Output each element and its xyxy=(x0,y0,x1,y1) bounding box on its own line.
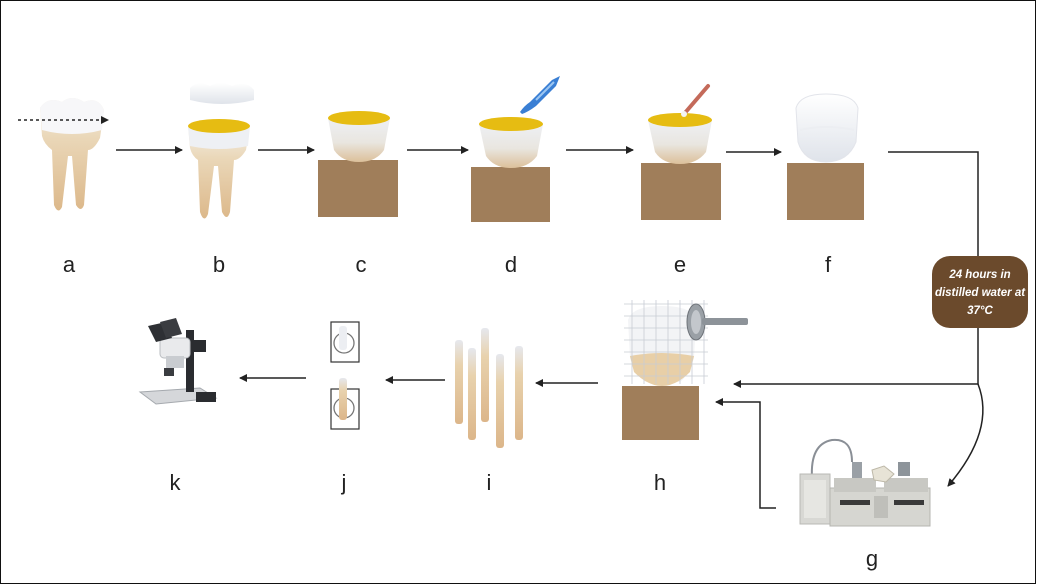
label-g: g xyxy=(866,546,878,571)
step-a-tooth xyxy=(18,98,109,211)
step-j-fractured-stick xyxy=(330,321,360,430)
brush-icon xyxy=(682,84,710,116)
note-line-2: distilled water at xyxy=(935,287,1026,299)
label-e: e xyxy=(674,252,686,277)
label-c: c xyxy=(356,252,367,277)
note-line-3: 37°C xyxy=(967,305,993,317)
step-i-sticks xyxy=(455,328,523,448)
removed-crown xyxy=(190,83,254,104)
note-line-1: 24 hours in xyxy=(948,269,1010,281)
step-g-thermocycling-machine xyxy=(799,438,931,527)
top-row-arrows xyxy=(116,146,782,156)
step-e-adhesive xyxy=(641,84,721,220)
label-b: b xyxy=(213,252,225,277)
step-k-microscope-icon xyxy=(138,318,218,405)
label-a: a xyxy=(63,252,76,277)
step-b-sectioned-tooth xyxy=(188,83,254,219)
label-k: k xyxy=(170,470,182,495)
label-j: j xyxy=(341,470,347,495)
label-f: f xyxy=(825,252,832,277)
label-h: h xyxy=(654,470,666,495)
step-h-sectioning xyxy=(622,300,748,440)
storage-note: 24 hours in distilled water at 37°C xyxy=(932,256,1028,328)
label-d: d xyxy=(505,252,517,277)
step-f-composite-crown xyxy=(787,93,864,220)
step-d-etching xyxy=(471,76,560,222)
right-flow-lines xyxy=(715,151,984,509)
bottom-row-arrows xyxy=(239,374,598,387)
step-c-embedded-specimen xyxy=(318,111,398,217)
label-i: i xyxy=(487,470,492,495)
